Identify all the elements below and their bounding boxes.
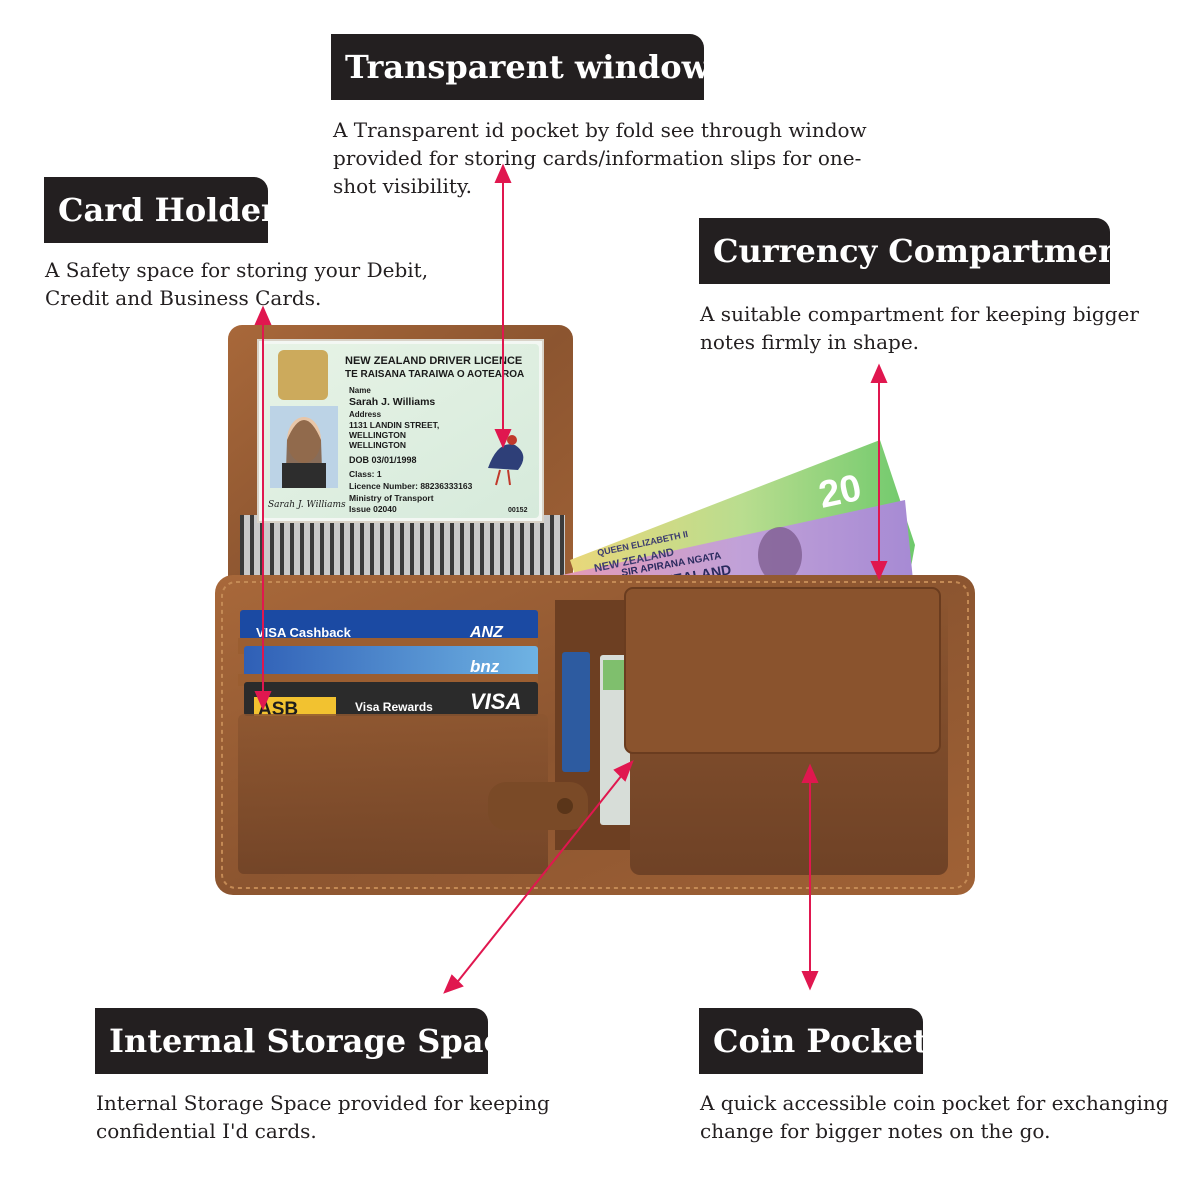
internal-storage-title: Internal Storage Space: [95, 1008, 523, 1074]
licence-title: NEW ZEALAND DRIVER LICENCE: [345, 355, 522, 367]
currency-compartment-title: Currency Compartment: [699, 218, 1136, 284]
svg-text:Ministry of Transport: Ministry of Transport: [349, 493, 434, 503]
card-anz: ANZ: [469, 624, 504, 641]
svg-text:DOB 03/01/1998: DOB 03/01/1998: [349, 455, 417, 465]
currency-compartment-description: A suitable compartment for keeping bigge…: [700, 302, 1139, 354]
svg-text:1131 LANDIN STREET,: 1131 LANDIN STREET,: [349, 420, 439, 430]
svg-text:Class: 1: Class: 1: [349, 469, 382, 479]
svg-text:Address: Address: [349, 410, 382, 419]
card-visa: VISA: [470, 689, 521, 714]
callout-arrows: [254, 163, 888, 994]
card-bnz: bnz: [470, 657, 500, 676]
card-visa-rewards: Visa Rewards: [355, 700, 433, 714]
wallet-body: VISA Cashback ANZ bnz ASB Visa Rewards V…: [215, 575, 975, 895]
transparent-window-title: Transparent window: [331, 34, 709, 100]
card-holder-description: A Safety space for storing your Debit, C…: [45, 258, 429, 310]
card-holder-title: Card Holder: [44, 177, 278, 243]
transparent-window-description: A Transparent id pocket by fold see thro…: [333, 118, 867, 198]
pukeko-bird: [488, 444, 524, 470]
coin-pocket-title: Coin Pocket: [699, 1008, 928, 1074]
svg-text:00152: 00152: [508, 507, 528, 514]
licence-name: Sarah J. Williams: [349, 396, 435, 408]
licence-subtitle: TE RAISANA TARAIWA O AOTEAROA: [345, 369, 524, 380]
internal-storage-description: Internal Storage Space provided for keep…: [96, 1091, 550, 1143]
svg-text:Name: Name: [349, 386, 371, 395]
card-visa-cashback: VISA Cashback: [256, 625, 352, 640]
svg-text:Issue 02040: Issue 02040: [349, 504, 397, 514]
driver-licence-card: NEW ZEALAND DRIVER LICENCE TE RAISANA TA…: [262, 344, 539, 518]
snap-tab: [488, 782, 588, 830]
svg-text:WELLINGTON: WELLINGTON: [349, 440, 406, 450]
svg-text:WELLINGTON: WELLINGTON: [349, 430, 406, 440]
coat-of-arms: [278, 350, 328, 400]
coin-pocket-description: A quick accessible coin pocket for excha…: [700, 1091, 1169, 1143]
licence-signature: Sarah J. Williams: [268, 500, 346, 510]
svg-text:Licence Number: 88236333163: Licence Number: 88236333163: [349, 481, 473, 491]
banknote-value: 20: [815, 467, 865, 517]
